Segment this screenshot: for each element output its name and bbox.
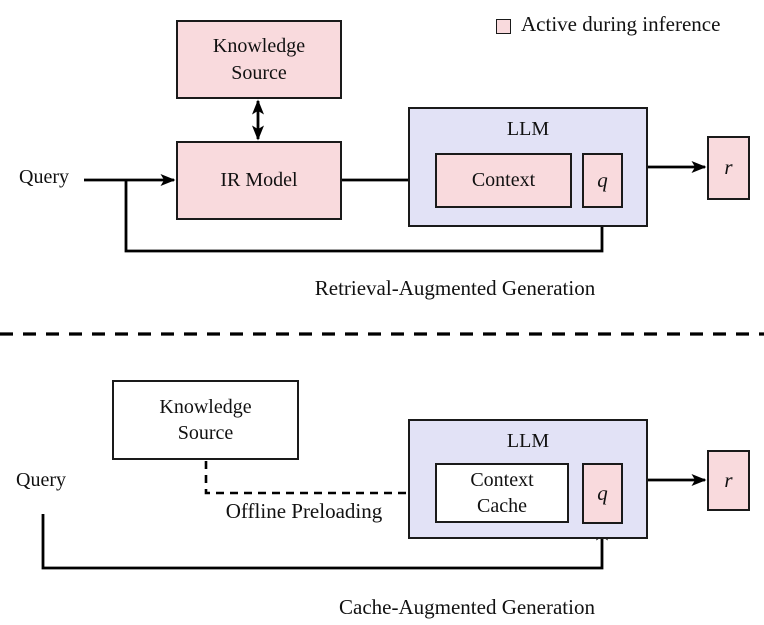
rag-knowledge-source-box: Knowledge Source — [176, 20, 342, 99]
rag-llm-label: LLM — [506, 118, 550, 140]
rag-query-label: Query — [19, 166, 69, 188]
rag-query-token-box: q — [582, 153, 623, 208]
rag-response-label: r — [724, 155, 733, 180]
rag-ir-model-box: IR Model — [176, 141, 342, 220]
cag-context-cache-label: Context Cache — [470, 468, 534, 517]
cag-llm-label: LLM — [506, 430, 550, 452]
rag-caption: Retrieval-Augmented Generation — [314, 276, 596, 300]
rag-response-box: r — [707, 136, 750, 200]
rag-query-token-label: q — [597, 167, 608, 192]
rag-knowledge-source-label: Knowledge Source — [212, 35, 306, 84]
rag-context-box: Context — [435, 153, 572, 208]
cag-response-box: r — [707, 450, 750, 511]
cag-response-label: r — [724, 467, 733, 492]
rag-ir-model-label: IR Model — [220, 169, 298, 192]
rag-context-label: Context — [471, 169, 536, 192]
cag-knowledge-source-box: Knowledge Source — [112, 380, 299, 460]
cag-query-label: Query — [16, 469, 66, 491]
cag-offline-preloading-dashed-arrow — [204, 461, 434, 499]
cag-context-cache-box: Context Cache — [435, 463, 569, 523]
legend-active-swatch — [496, 19, 511, 34]
cag-offline-preloading-label: Offline Preloading — [225, 499, 383, 523]
cag-knowledge-source-label: Knowledge Source — [159, 395, 252, 444]
cag-caption: Cache-Augmented Generation — [339, 595, 595, 619]
cag-query-token-label: q — [597, 480, 608, 505]
cag-query-token-box: q — [582, 463, 623, 524]
legend-label: Active during inference — [521, 12, 721, 36]
legend: Active during inference — [496, 12, 720, 37]
